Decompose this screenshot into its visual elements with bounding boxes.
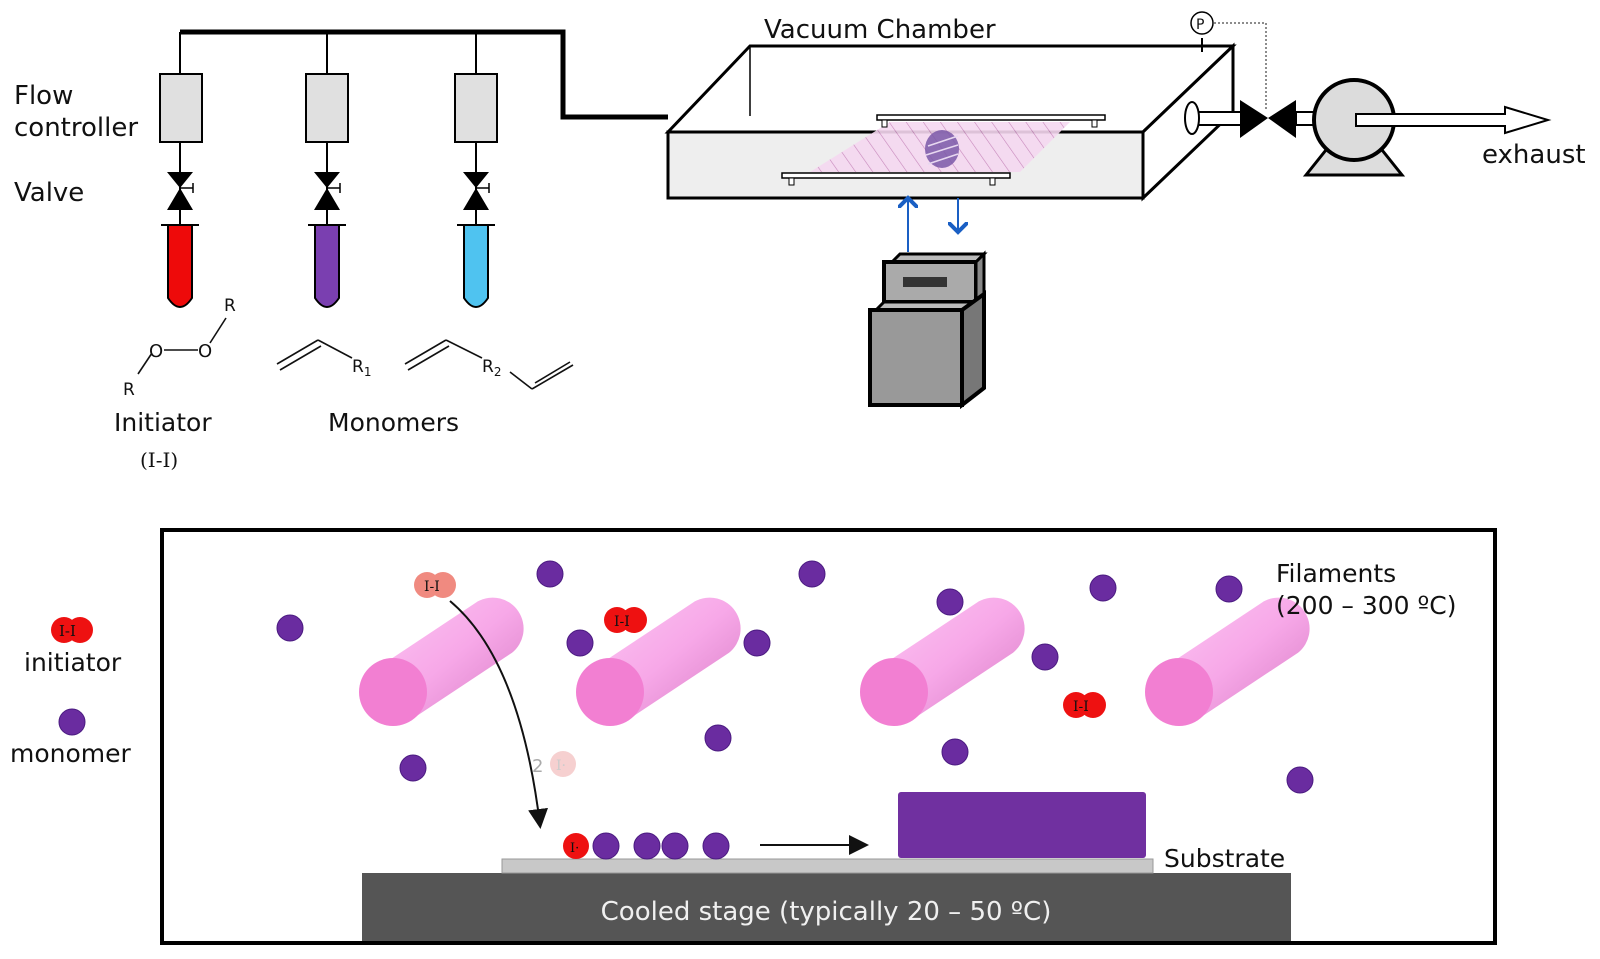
exhaust-label: exhaust (1482, 140, 1586, 170)
svg-text:I-I: I-I (1073, 699, 1089, 715)
monomers-label: Monomers (328, 408, 459, 437)
svg-text:I-I: I-I (614, 614, 630, 630)
initiator-reservoir (167, 224, 193, 308)
valve-icon (167, 172, 193, 210)
radical-count: 2 (532, 756, 543, 777)
cooled-stage (362, 873, 1291, 941)
svg-text:I·: I· (570, 841, 579, 856)
delivery-line-monomer-2 (454, 32, 498, 308)
adsorbed-monomer (661, 832, 689, 860)
chiller-unit (868, 198, 988, 410)
adsorbed-monomer (633, 832, 661, 860)
valve-icon (314, 172, 340, 210)
polymer-film (898, 792, 1146, 858)
monomer-1-r: R1 (352, 357, 371, 379)
gas-delivery-system: Flow controller Valve (14, 29, 668, 308)
flow-controller (159, 73, 203, 143)
manifold-pipe (180, 29, 668, 120)
chemical-structures: R O O R R1 R2 Initiator (I-I) Monomers (114, 296, 574, 472)
legend: I-I initiator monomer (10, 617, 132, 768)
monomer (536, 560, 564, 588)
legend-initiator-label: initiator (24, 648, 122, 677)
initiator-r-bottom: R (123, 380, 135, 400)
monomers (276, 560, 1314, 794)
delivery-line-initiator (159, 32, 203, 308)
filament (576, 597, 741, 726)
radical-faded: I· (550, 751, 576, 777)
monomer (798, 560, 826, 588)
adsorbed-monomers (592, 832, 730, 860)
monomer (399, 754, 427, 782)
substrate-label: Substrate (1164, 844, 1285, 873)
svg-text:I-I: I-I (424, 579, 440, 595)
initiator-o-right: O (198, 341, 212, 362)
monomer (1286, 766, 1314, 794)
valve-icon (463, 172, 489, 210)
filament (1145, 597, 1310, 726)
svg-text:I·: I· (556, 758, 566, 774)
decomposition-arrow (449, 600, 548, 829)
initiator-r-top: R (224, 296, 236, 316)
initiator-molecule: I-I (604, 607, 647, 633)
flow-controller-label-1: Flow (14, 81, 73, 111)
legend-monomer-icon (58, 708, 86, 736)
monomer (704, 724, 732, 752)
filaments-label-2: (200 – 300 ºC) (1276, 591, 1457, 620)
monomer (743, 629, 771, 657)
initiator-formula: (I-I) (140, 448, 178, 472)
delivery-line-monomer-1 (305, 32, 349, 308)
substrate (501, 858, 1154, 874)
initiator-o-left: O (149, 341, 163, 362)
filaments (359, 597, 1310, 726)
monomer (1215, 575, 1243, 603)
flow-controller (454, 73, 498, 143)
adsorbed-monomer (592, 832, 620, 860)
filament (359, 597, 524, 726)
filaments-label-1: Filaments (1276, 559, 1396, 588)
legend-initiator-icon: I-I (51, 617, 93, 643)
monomer-1-reservoir (314, 224, 340, 308)
initiator-molecule-faded: I-I (414, 572, 456, 598)
pressure-gauge-icon (1190, 11, 1214, 35)
legend-monomer-label: monomer (10, 739, 132, 768)
vacuum-chamber-label: Vacuum Chamber (764, 15, 996, 45)
flow-controller-label-2: controller (14, 113, 138, 143)
monomer (276, 614, 304, 642)
throttle-valve-icon (1240, 100, 1296, 138)
cooled-stage-label: Cooled stage (typically 20 – 50 ºC) (601, 897, 1052, 927)
surface-radical: I· (563, 833, 589, 859)
monomer-1-structure (276, 339, 353, 371)
adsorbed-monomer (702, 832, 730, 860)
monomer (1089, 574, 1117, 602)
monomer (1031, 643, 1059, 671)
monomer (566, 629, 594, 657)
svg-text:I-I: I-I (59, 622, 76, 640)
initiator-structure (137, 317, 227, 375)
monomer-2-reservoir (463, 224, 489, 308)
exhaust-system: exhaust (1184, 78, 1586, 177)
pressure-gauge-label: P (1196, 17, 1204, 33)
initiator-label: Initiator (114, 408, 212, 437)
monomer-2-structure (404, 339, 574, 390)
vacuum-chamber: Vacuum Chamber P (664, 11, 1267, 202)
filament (860, 597, 1025, 726)
valve-label: Valve (14, 178, 84, 208)
initiator-molecule: I-I (1063, 692, 1106, 718)
monomer-2-r: R2 (482, 357, 501, 379)
monomer (941, 738, 969, 766)
flow-controller (305, 73, 349, 143)
exhaust-arrow (1355, 105, 1552, 135)
substrate-disc (925, 130, 959, 168)
monomer (936, 588, 964, 616)
